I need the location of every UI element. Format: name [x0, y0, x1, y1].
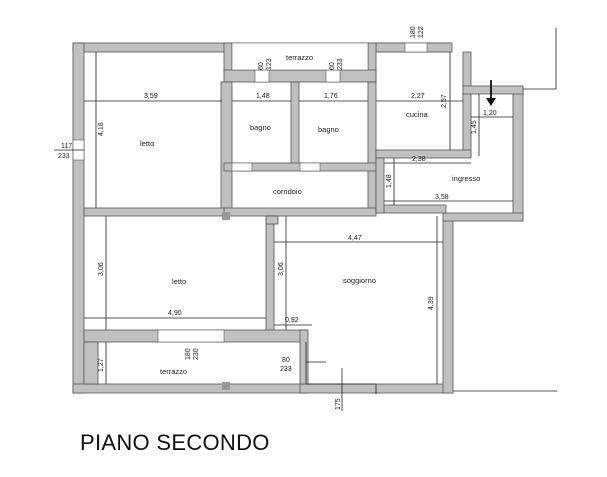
- dim-bagno1-width: 1,48: [256, 93, 270, 100]
- wall-right-ingresso: [512, 89, 524, 222]
- room-cucina: cucina: [406, 110, 429, 119]
- opening-left-window-b: 233: [58, 153, 70, 160]
- room-letto-top: letto: [140, 139, 154, 148]
- wall-bagno-mid: [290, 81, 300, 171]
- opening-bagno2-door: [299, 162, 321, 172]
- room-bagno-2: bagno: [318, 125, 339, 134]
- neighbor-line-a: [523, 28, 557, 90]
- dim-step-width: 0,92: [285, 317, 299, 324]
- dim-terrazzo-height: 1,27: [98, 358, 105, 372]
- dim-passage-width: 2,38: [412, 156, 426, 163]
- wall-bottom-right: [299, 383, 451, 394]
- wall-letto-bagno: [220, 81, 233, 213]
- opening-bagno1-door: [231, 162, 253, 172]
- dim-ingresso-small-height: 1,45: [471, 120, 478, 134]
- wall-terrazzo-left: [83, 341, 99, 385]
- wall-bagno-cucina: [367, 81, 377, 211]
- wall-soggiorno-left: [265, 215, 279, 225]
- room-letto-bottom: letto: [172, 277, 186, 286]
- dimension-lines: [54, 52, 513, 384]
- wall-ingresso-left: [375, 157, 385, 214]
- floor-title: PIANO SECONDO: [80, 430, 270, 455]
- opening-cucina-b: 122: [418, 26, 425, 38]
- column-a: [222, 212, 230, 220]
- opening-bagno2-b: 233: [337, 58, 344, 70]
- column-b: [222, 382, 230, 390]
- dim-letto-bottom-width: 4,90: [168, 310, 182, 317]
- dim-ingresso-height: 1,48: [386, 174, 393, 188]
- opening-bagno1-b: 123: [266, 58, 273, 70]
- dim-bagno2-width: 1,76: [324, 93, 338, 100]
- walls: [72, 42, 524, 394]
- wall-cucina-right: [462, 51, 472, 157]
- dim-letto-top-height: 4,18: [98, 122, 105, 136]
- openings: [72, 42, 428, 343]
- dim-soggiorno-height-left: 3,06: [278, 262, 285, 276]
- dim-depth-bottom: 175: [335, 398, 342, 410]
- room-soggiorno: soggiorno: [343, 276, 376, 285]
- neighbor-outline: [305, 28, 557, 411]
- dim-letto-bottom-height: 3,06: [98, 262, 105, 276]
- wall-terrazzo-top: [223, 42, 233, 74]
- dim-ingresso-small-width: 1,20: [483, 110, 497, 117]
- opening-terrazzo-door-b: 230: [193, 348, 200, 360]
- dim-cucina-width: 2,27: [411, 93, 425, 100]
- wall-right-soggiorno: [442, 218, 454, 394]
- entrance-arrow-icon: [486, 80, 496, 106]
- wall-terrazzo-ledge: [223, 69, 377, 83]
- opening-terrazzo-door-a: 180: [185, 348, 192, 360]
- opening-terrazzo-door: [157, 329, 225, 343]
- opening-bagno2: [325, 69, 341, 83]
- wall-ingresso-inner: [375, 204, 447, 214]
- wall-ingresso-bottom: [442, 212, 524, 222]
- dim-letto-top-width: 3,59: [144, 93, 158, 100]
- dim-ingresso-width: 3,58: [435, 194, 449, 201]
- wall-letto-soggiorno: [265, 215, 275, 337]
- step-outline: [305, 342, 377, 394]
- wall-left: [72, 42, 85, 394]
- dim-soggiorno-width: 4,47: [348, 235, 362, 242]
- wall-cucina-bottom: [375, 149, 472, 159]
- opening-left-window-a: 117: [61, 143, 72, 150]
- opening-soggiorno-door-b: 233: [280, 366, 292, 373]
- wall-corridoio-bottom: [223, 207, 377, 217]
- room-corridoio: corridoio: [273, 187, 302, 196]
- room-terrazzo-top: terrazzo: [286, 53, 313, 62]
- columns: [222, 212, 230, 390]
- room-terrazzo-bottom: terrazzo: [160, 367, 187, 376]
- opening-soggiorno-door-a: 80: [282, 357, 290, 364]
- room-ingresso: ingresso: [452, 174, 480, 183]
- opening-cucina-a: 180: [410, 26, 417, 38]
- wall-bottom: [72, 383, 308, 394]
- dim-soggiorno-height-right: 4,39: [428, 296, 435, 310]
- dim-cucina-height: 2,57: [441, 94, 448, 108]
- room-bagno-1: bagno: [250, 123, 271, 132]
- opening-terrazzo-top: [231, 42, 369, 71]
- wall-soggiorno-step: [299, 329, 309, 385]
- opening-bagno1: [254, 69, 270, 83]
- wall-ingresso-top: [462, 85, 524, 95]
- wall-letto-h: [83, 207, 225, 217]
- opening-bagno1-a: 60: [258, 62, 265, 70]
- opening-cucina: [404, 42, 428, 53]
- opening-bagno2-a: 60: [329, 62, 336, 70]
